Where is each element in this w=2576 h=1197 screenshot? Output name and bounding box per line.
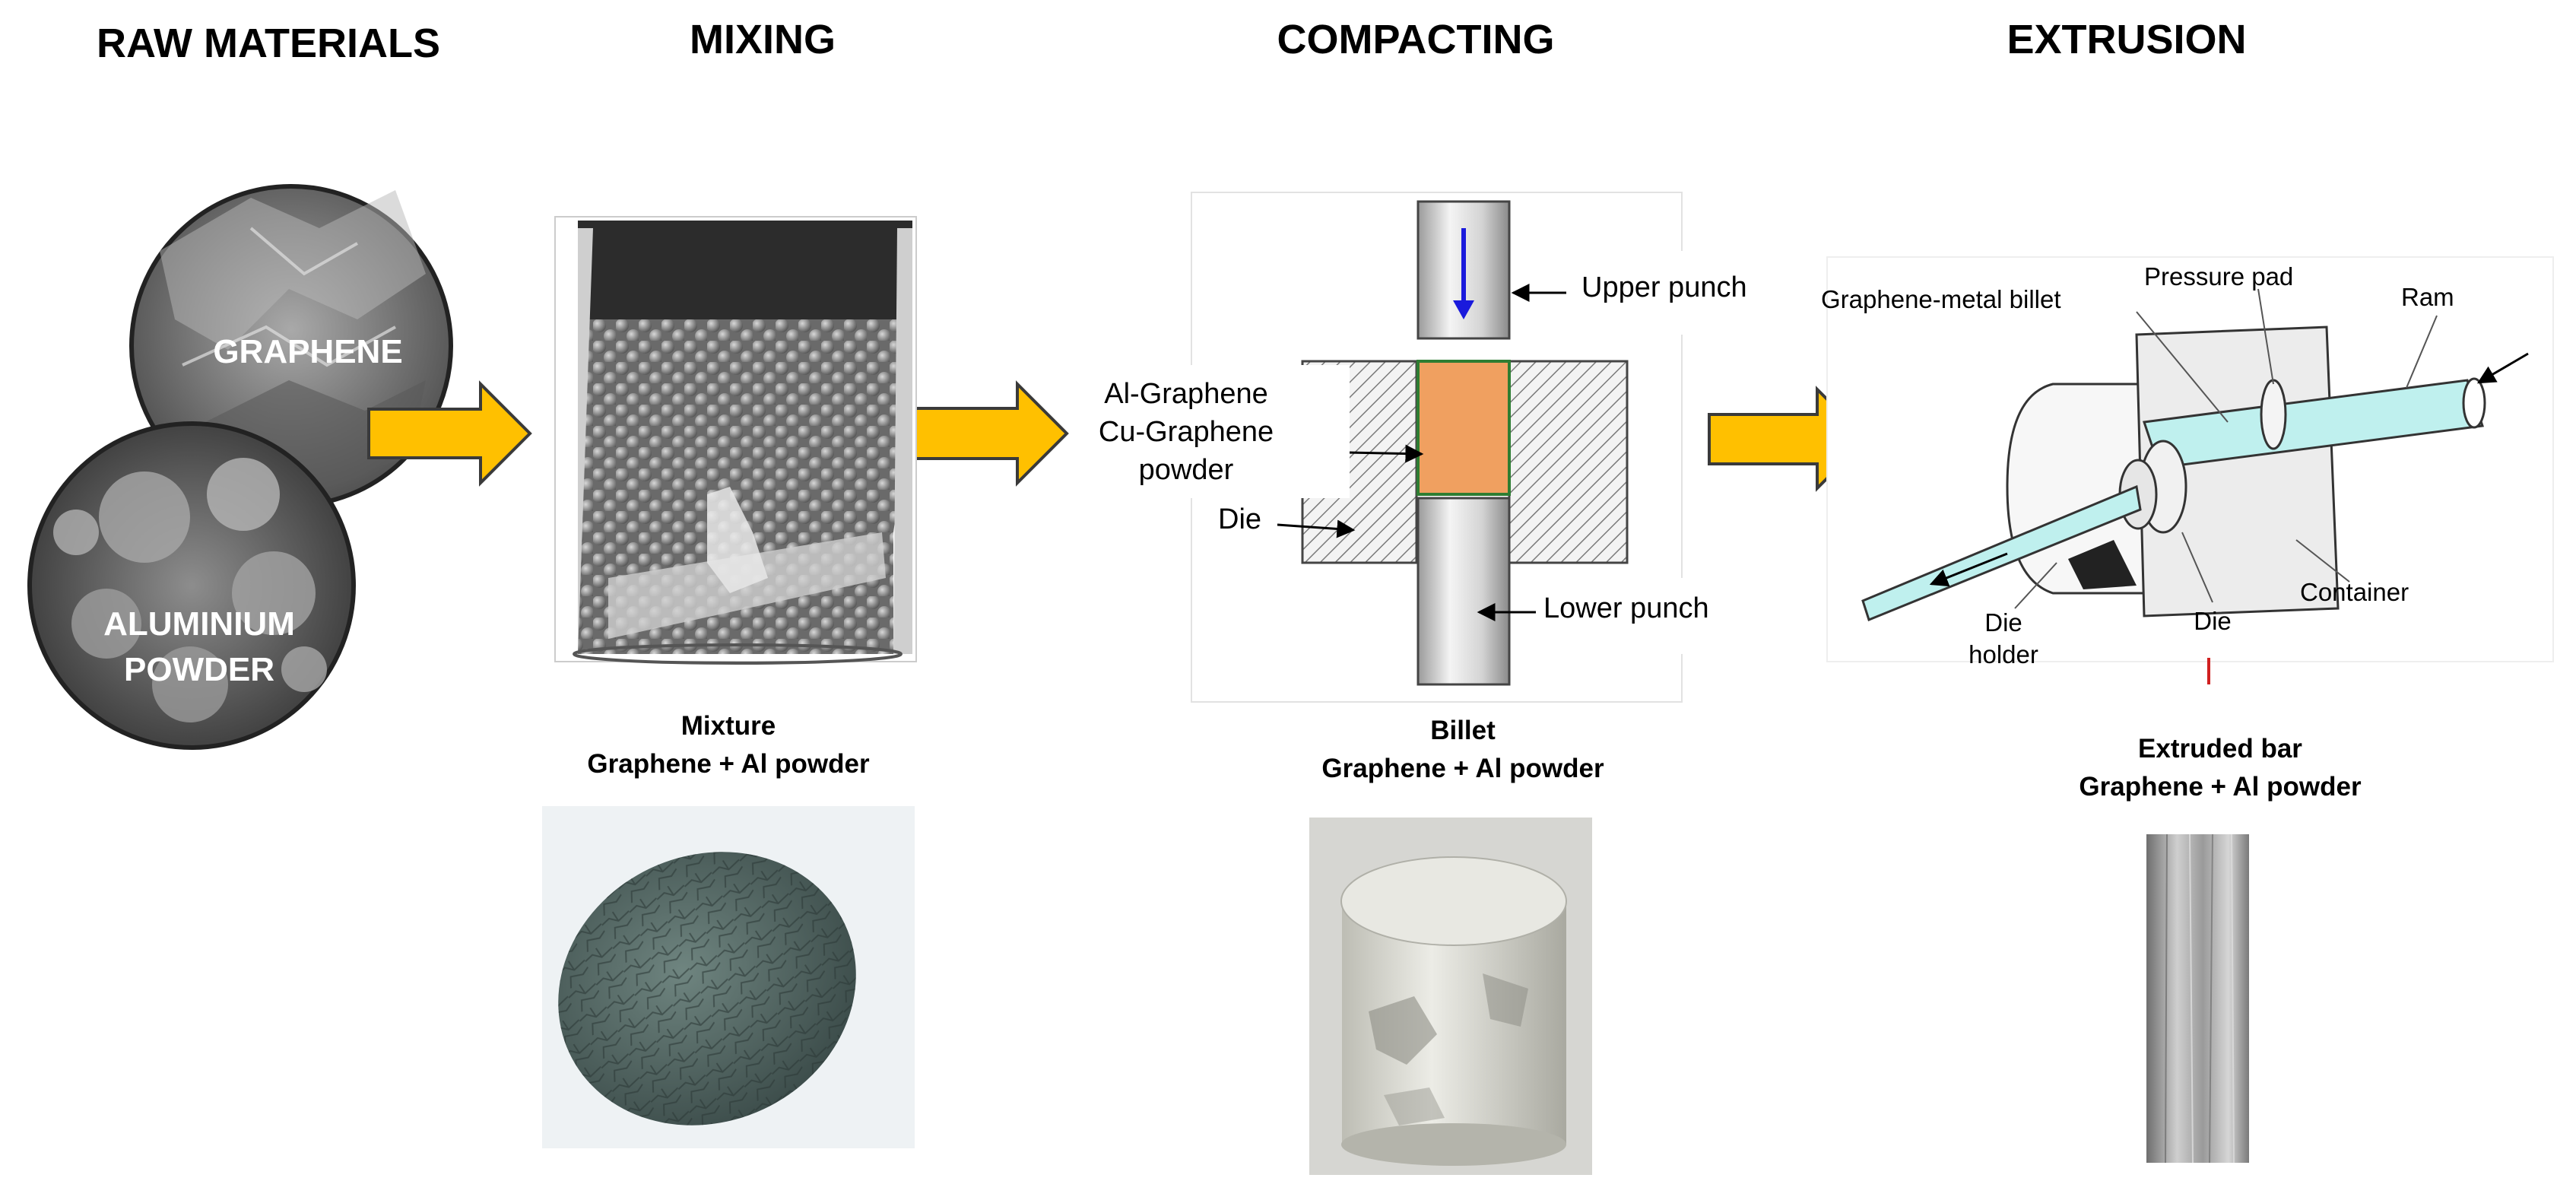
extruded-bar-photo xyxy=(2146,833,2249,1164)
aluminium-label-line1: ALUMINIUM xyxy=(103,605,295,643)
die-holder-label-line2: holder xyxy=(1968,640,2038,668)
die-holder-label-line1: Die xyxy=(1984,608,2022,637)
mixing-caption-line2: Graphene + Al powder xyxy=(587,749,870,779)
extrusion-caption-line2: Graphene + Al powder xyxy=(2079,772,2362,802)
upper-punch-label: Upper punch xyxy=(1581,271,1747,303)
stage-title-compacting: COMPACTING xyxy=(1277,17,1555,62)
stage-title-mixing: MIXING xyxy=(690,17,836,62)
billet-photo xyxy=(1309,818,1592,1175)
stage-title-extrusion: EXTRUSION xyxy=(2007,17,2246,62)
mixture-photo xyxy=(542,806,915,1148)
powder-label-line1: Al-Graphene xyxy=(1104,378,1267,410)
powder-label-line3: powder xyxy=(1139,454,1234,486)
powder-label-line2: Cu-Graphene xyxy=(1099,416,1274,448)
mixing-caption-line1: Mixture xyxy=(681,711,776,741)
extrusion-caption-line1: Extruded bar xyxy=(2138,734,2302,764)
compacting-caption-line2: Graphene + Al powder xyxy=(1321,754,1604,783)
aluminium-label-line2: POWDER xyxy=(124,651,274,688)
billet-label: Graphene-metal billet xyxy=(1821,285,2061,313)
die-label-extrusion: Die xyxy=(2194,607,2232,635)
die-dark-face xyxy=(2068,540,2137,589)
extruded-rod xyxy=(1861,484,2142,621)
ball-mill-photo xyxy=(554,216,917,665)
lower-punch xyxy=(1416,497,1511,686)
process-arrow-2 xyxy=(906,380,1069,487)
stage-title-raw-materials: RAW MATERIALS xyxy=(97,21,440,66)
flow-arrow-head xyxy=(1453,300,1474,319)
extrusion-diagram xyxy=(1826,256,2554,684)
die-right-block xyxy=(1508,360,1629,564)
container-label: Container xyxy=(2300,578,2409,606)
die-label: Die xyxy=(1218,503,1261,535)
graphene-label: GRAPHENE xyxy=(213,333,402,370)
ram-label: Ram xyxy=(2401,283,2454,311)
pressure-pad-label: Pressure pad xyxy=(2144,262,2293,291)
powder-charge xyxy=(1416,360,1511,496)
aluminium-powder-sem-image: ALUMINIUM POWDER xyxy=(27,421,356,750)
compacting-caption-line1: Billet xyxy=(1430,716,1496,745)
process-arrow-1 xyxy=(367,380,532,487)
pressure-pad xyxy=(2260,379,2287,450)
lower-punch-label: Lower punch xyxy=(1543,592,1709,624)
